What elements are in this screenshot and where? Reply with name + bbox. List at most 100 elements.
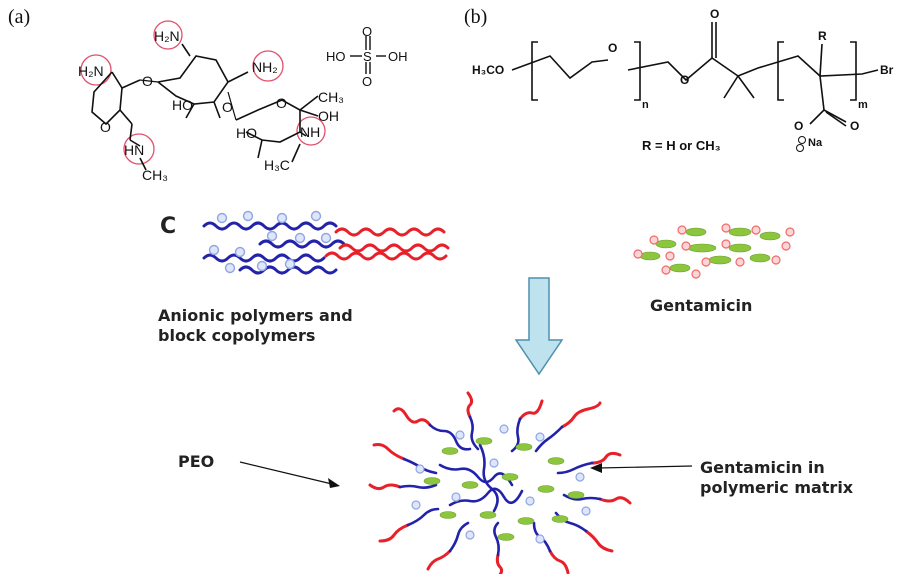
gentamicin-molecule [728, 243, 752, 253]
anion-bead [256, 260, 268, 272]
polymer-core-chain [478, 443, 499, 513]
gentamicin-molecule [567, 491, 585, 499]
highlight-circle [252, 50, 284, 82]
atom-label: H₂N [154, 28, 180, 44]
matrix-label: Gentamicin in polymeric matrix [700, 458, 853, 498]
gentamicin-molecule [537, 485, 555, 493]
highlight-circle [123, 133, 155, 165]
gentamicin-molecule [475, 437, 493, 445]
polymer-core-chain [468, 415, 480, 451]
cation-bead [735, 257, 745, 267]
atom-label: O [142, 73, 153, 89]
polymer-core-chain [562, 493, 602, 501]
polymer-core-chain [534, 425, 564, 453]
gentamicin-molecule [515, 443, 533, 451]
polymer-core-chain [406, 507, 440, 527]
atom-label: H₃C [264, 157, 290, 173]
anion-bead [266, 230, 278, 242]
peo-label: PEO [178, 452, 215, 471]
cation-bead [649, 235, 659, 245]
charge-plus-icon [798, 136, 806, 144]
peo-block [334, 227, 446, 237]
gentamicin-molecule [708, 255, 732, 265]
micelle [368, 391, 632, 574]
cation-bead [701, 257, 711, 267]
highlight-circle [80, 54, 112, 86]
cation-bead [661, 265, 671, 275]
anion-bead [455, 430, 465, 440]
peo-corona-chain [372, 443, 406, 461]
anion-bead [575, 472, 585, 482]
gentamicin-molecule [423, 477, 441, 485]
atom-label: HO [236, 125, 257, 141]
polymers-caption: Anionic polymers and block copolymers [158, 306, 353, 346]
cation-bead [721, 223, 731, 233]
atom-label: OH [388, 49, 408, 64]
anion-bead [234, 246, 246, 258]
anion-bead [465, 530, 475, 540]
anion-bead [535, 534, 545, 544]
cation-bead [771, 255, 781, 265]
anionic-polymer-chains [202, 210, 450, 275]
anion-bead [415, 464, 425, 474]
anion-bead [525, 496, 535, 506]
peo-corona-chain [495, 553, 504, 574]
anion-bead [535, 432, 545, 442]
gentamicin-molecule [687, 243, 717, 253]
anion-bead [411, 500, 421, 510]
polymer-chain [238, 265, 338, 275]
anion-bead [208, 244, 220, 256]
anion-bead [489, 458, 499, 468]
atom-label: Na [808, 137, 823, 149]
peo-corona-chain [560, 401, 602, 429]
peo-corona-chain [368, 483, 402, 491]
atom-label: HO [172, 97, 193, 113]
peo-corona-chain [518, 399, 544, 421]
gentamicin-molecule [685, 227, 707, 237]
cation-bead [681, 241, 691, 251]
atom-label: HN [124, 142, 144, 158]
copolymer-structure: H₃CO O n O O R m Br O O Na R = H or CH₃ [472, 7, 894, 153]
atom-label: O [276, 95, 287, 111]
peo-corona-chain [392, 407, 432, 427]
cation-bead [665, 251, 675, 261]
peo-pointer-arrow [239, 461, 340, 488]
anion-bead [451, 492, 461, 502]
peo-corona-chain [426, 549, 452, 571]
atom-label: O [362, 74, 372, 89]
anion-bead [224, 262, 236, 274]
polymer-core-chain [398, 483, 438, 489]
gentamicin-molecule [479, 511, 497, 519]
atom-label: CH₃ [142, 167, 168, 183]
anion-bead [499, 424, 509, 434]
atom-label: H₂N [78, 63, 104, 79]
polymer-core-chain [448, 487, 524, 507]
peo-block [324, 251, 448, 261]
atom-label: O [794, 119, 803, 133]
matrix-label-line-2: polymeric matrix [700, 478, 854, 497]
gentamicin-molecule [497, 533, 515, 541]
peo-corona-chain [584, 529, 614, 553]
down-arrow-icon [514, 277, 564, 376]
anion-bead [216, 212, 228, 224]
anion-bead [294, 232, 306, 244]
gentamicin-molecule [441, 447, 459, 455]
atom-label: NH₂ [252, 59, 278, 75]
peo-corona-chain [590, 451, 622, 465]
matrix-pointer-arrow [590, 463, 693, 473]
atom-label: NH [300, 124, 320, 140]
polymers-caption-line-1: Anionic polymers and [158, 306, 353, 325]
gentamicin-molecule [669, 263, 691, 273]
gentamicin-cluster [633, 223, 795, 279]
panel-label-b: (b) [464, 6, 488, 28]
polymer-chain [258, 239, 346, 249]
peo-corona-chain [378, 523, 410, 543]
anion-bead [320, 232, 332, 244]
atom-label: Br [880, 63, 894, 77]
gentamicin-molecule [551, 515, 569, 523]
gentamicin-molecule [461, 481, 479, 489]
gentamicin-molecule [517, 517, 535, 525]
gentamicin-molecule [728, 227, 752, 237]
highlight-circle [153, 20, 183, 50]
gentamicin-structure: H₂N H₂N NH₂ HN NH HO HO OH CH₃ CH₃ H₃C O… [78, 20, 408, 183]
